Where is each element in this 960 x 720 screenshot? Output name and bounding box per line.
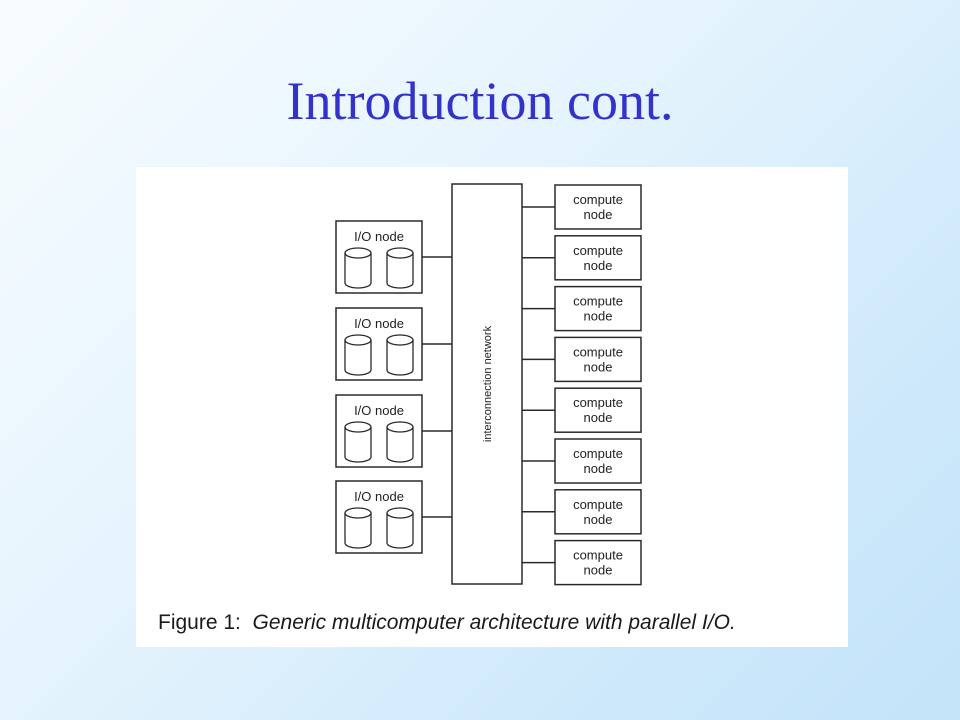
- compute-node-box: [554, 184, 642, 230]
- compute-node-box: [554, 438, 642, 484]
- disk-icon: [386, 507, 414, 549]
- compute-node-label-line1: compute: [573, 548, 623, 563]
- compute-node-label-line2: node: [584, 563, 613, 578]
- io-node-label: I/O node: [354, 316, 404, 331]
- disk-icon: [344, 421, 372, 463]
- slide-title: Introduction cont.: [286, 71, 674, 131]
- compute-node-label-line2: node: [584, 461, 613, 476]
- compute-node-label-line2: node: [584, 207, 613, 222]
- compute-node-label-line2: node: [584, 258, 613, 273]
- compute-node-label-line1: compute: [573, 395, 623, 410]
- figure-caption: Figure 1: Generic multicomputer architec…: [158, 611, 736, 635]
- disk-icon: [386, 247, 414, 289]
- compute-node-box: [554, 285, 642, 332]
- compute-node-box: [554, 235, 642, 281]
- compute-node-label-line2: node: [584, 410, 613, 425]
- disk-icon: [386, 334, 414, 376]
- disk-icon: [344, 507, 372, 549]
- caption-text: Generic multicomputer architecture with …: [252, 611, 736, 634]
- compute-node-label-line2: node: [584, 309, 613, 324]
- io-node-label: I/O node: [354, 229, 404, 244]
- io-node-label: I/O node: [354, 489, 404, 504]
- disk-icon: [344, 334, 372, 376]
- compute-node-label-line1: compute: [573, 243, 623, 258]
- network-label: interconnection network: [482, 325, 494, 442]
- io-node: I/O node: [335, 220, 452, 294]
- io-node: I/O node: [335, 307, 452, 381]
- compute-node-label-line1: compute: [573, 446, 623, 461]
- caption-prefix: Figure 1:: [158, 611, 241, 634]
- disk-icon: [386, 421, 414, 463]
- compute-node-box: [554, 539, 642, 586]
- io-node: I/O node: [335, 394, 452, 468]
- compute-node-label-line1: compute: [573, 192, 623, 207]
- disk-icon: [344, 247, 372, 289]
- compute-node-label-line1: compute: [573, 497, 623, 512]
- compute-node-label-line2: node: [584, 512, 613, 527]
- compute-node-box: [554, 489, 642, 535]
- compute-node-label-line1: compute: [573, 344, 623, 359]
- compute-node-label-line2: node: [584, 359, 613, 374]
- io-node-label: I/O node: [354, 403, 404, 418]
- compute-node-label-line1: compute: [573, 294, 623, 309]
- io-node: I/O node: [335, 480, 452, 554]
- compute-node-box: [554, 387, 642, 433]
- interconnection-network-box: [451, 183, 523, 585]
- compute-node-box: [554, 336, 642, 383]
